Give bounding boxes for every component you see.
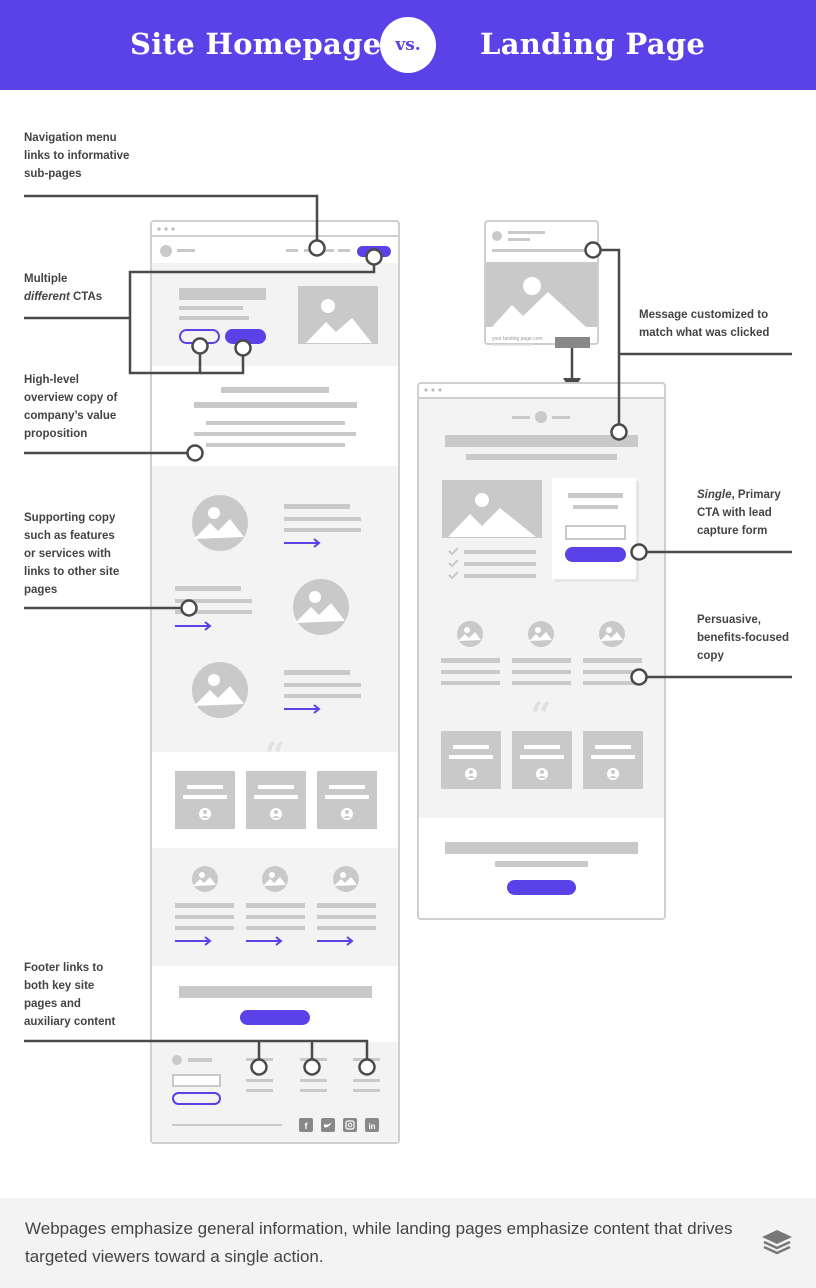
landing-page-wireframe: “ bbox=[417, 382, 666, 920]
annotation-multiple-ctas-italic: different bbox=[24, 291, 70, 303]
primary-cta-button bbox=[225, 329, 266, 344]
annotation-multiple-ctas-part1: Multiple bbox=[24, 273, 68, 285]
bottom-cta-button bbox=[240, 1010, 310, 1025]
svg-text:f: f bbox=[305, 1121, 309, 1131]
facebook-icon bbox=[299, 1118, 313, 1132]
landing-bottom-cta bbox=[507, 880, 576, 895]
linkedin-icon bbox=[365, 1118, 379, 1132]
annotation-persuasive-copy: Persuasive, benefits-focused copy bbox=[697, 614, 790, 662]
annotation-overview: High-level overview copy of company’s va… bbox=[24, 374, 118, 440]
annotation-message-customized: Message customized to match what was cli… bbox=[639, 309, 770, 339]
callout-lines bbox=[24, 194, 792, 1059]
homepage-wireframe: “ bbox=[150, 220, 400, 1144]
callout-markers bbox=[180, 239, 648, 1076]
ad-cta-button bbox=[555, 337, 590, 348]
instagram-icon bbox=[343, 1118, 357, 1132]
svg-text:“: “ bbox=[531, 695, 552, 737]
form-submit-button bbox=[565, 547, 626, 562]
annotation-single-italic: Single bbox=[697, 489, 732, 501]
svg-text:in: in bbox=[368, 1122, 375, 1131]
annotation-footer-links: Footer links to both key site pages and … bbox=[24, 962, 116, 1028]
ad-card: your landing page.com bbox=[484, 220, 599, 393]
caption-band bbox=[0, 1198, 816, 1288]
annotation-supporting-copy: Supporting copy such as features or serv… bbox=[24, 512, 120, 596]
annotation-navigation: Navigation menu links to informative sub… bbox=[24, 132, 130, 180]
annotation-multiple-ctas: Multiple different CTAs bbox=[24, 270, 124, 306]
landing-page-title: Landing Page bbox=[480, 27, 706, 61]
annotation-single-rest: , Primary CTA with lead capture form bbox=[697, 489, 781, 537]
ad-url-text: your landing page.com bbox=[492, 336, 543, 342]
annotation-single-cta: Single, Primary CTA with lead capture fo… bbox=[697, 486, 792, 540]
homepage-title: Site Homepage bbox=[130, 27, 382, 61]
layers-logo-icon bbox=[762, 1230, 792, 1255]
caption-text: Webpages emphasize general information, … bbox=[25, 1219, 733, 1266]
svg-text:“: “ bbox=[265, 735, 286, 777]
vs-badge: vs. bbox=[380, 17, 436, 73]
annotation-multiple-ctas-part2: CTAs bbox=[73, 291, 103, 303]
